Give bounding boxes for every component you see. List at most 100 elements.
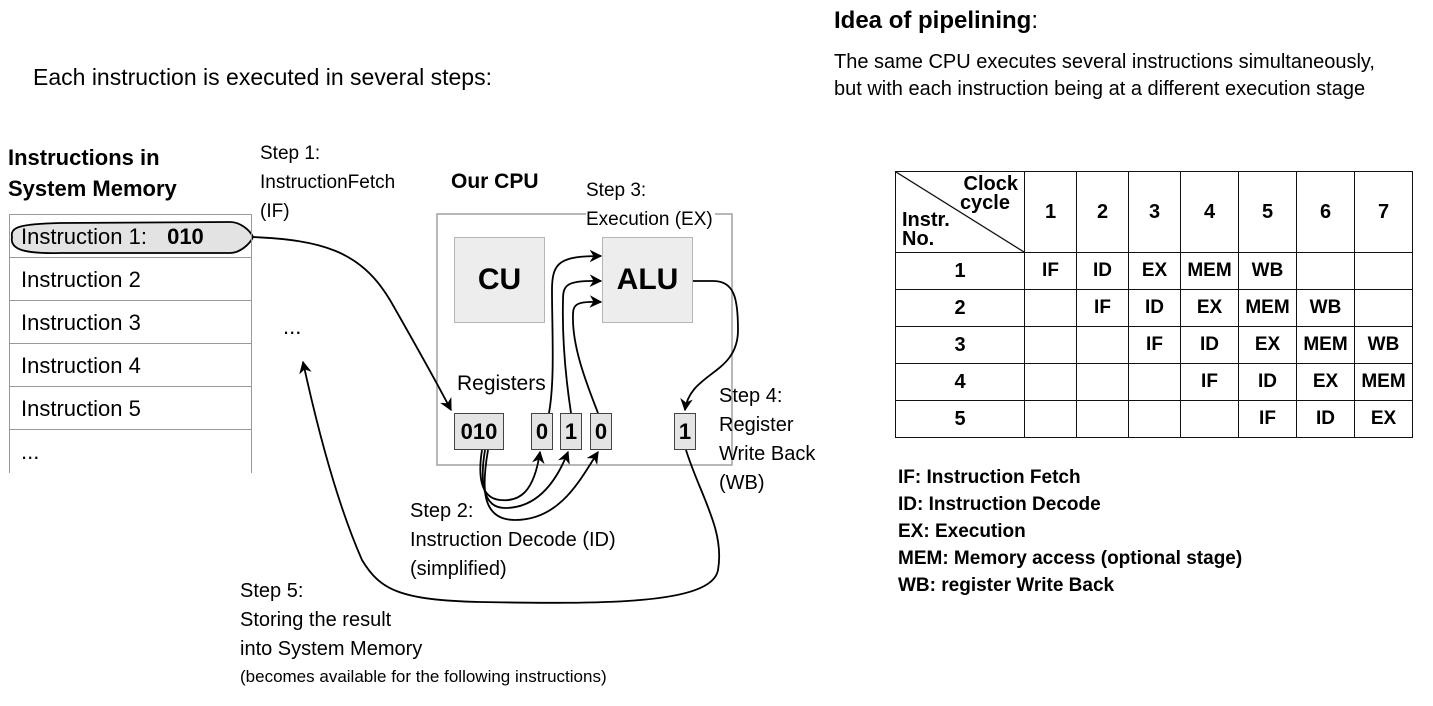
- row-header: 1: [895, 252, 1025, 290]
- stage-cell: [1128, 400, 1181, 438]
- pipelining-title-colon: :: [1031, 7, 1039, 34]
- step2-name: Instruction Decode (ID): [410, 529, 616, 551]
- step5-name-line1: Storing the result: [240, 609, 392, 631]
- stage-cell: ID: [1238, 363, 1297, 401]
- stage-cell: IF: [1238, 400, 1297, 438]
- corner-instr-no: Instr. No.: [902, 209, 950, 250]
- step5-label: Step 5: Storing the result into System M…: [240, 577, 607, 689]
- column-header: 7: [1354, 171, 1413, 253]
- step5-title: Step 5:: [240, 580, 304, 602]
- stage-cell: IF: [1128, 326, 1181, 364]
- pipelining-title: Idea of pipelining:: [834, 6, 1038, 36]
- corner-no-text: No.: [902, 228, 935, 250]
- description-line1: The same CPU executes several instructio…: [834, 51, 1375, 73]
- step4-title: Step 4:: [719, 385, 783, 407]
- stage-cell: ID: [1128, 289, 1181, 327]
- control-unit: CU: [454, 237, 545, 323]
- corner-instr-text: Instr.: [902, 209, 950, 231]
- decode-arrow-1: [479, 449, 545, 502]
- column-header: 3: [1128, 171, 1181, 253]
- memory-row[interactable]: Instruction 5: [9, 386, 252, 429]
- pipelining-title-text: Idea of pipelining: [834, 7, 1032, 34]
- stage-cell: MEM: [1354, 363, 1413, 401]
- table-row: 3 IF ID EX MEM WB: [895, 326, 1413, 364]
- stage-cell: IF: [1024, 252, 1077, 290]
- step4-name-line2: Write Back: [719, 443, 816, 465]
- stage-cell: EX: [1354, 400, 1413, 438]
- step3-title: Step 3:: [586, 180, 647, 201]
- register-instruction: 010: [454, 413, 504, 450]
- step5-note: (becomes available for the following ins…: [240, 667, 607, 686]
- memory-title-line1: Instructions in: [8, 145, 160, 170]
- decode-arrow-2: [481, 449, 570, 509]
- stage-cell: [1076, 326, 1129, 364]
- stage-cell: [1354, 252, 1413, 290]
- memory-row[interactable]: ...: [9, 429, 252, 473]
- stage-cell: WB: [1354, 326, 1413, 364]
- column-header: 2: [1076, 171, 1129, 253]
- stage-cell: [1180, 400, 1239, 438]
- pipelining-description: The same CPU executes several instructio…: [834, 49, 1375, 103]
- register-result: 1: [674, 413, 696, 450]
- stage-cell: [1024, 400, 1077, 438]
- stage-cell: WB: [1296, 289, 1355, 327]
- memory-row[interactable]: Instruction 1: 010: [9, 214, 252, 257]
- step5-name-line2: into System Memory: [240, 638, 423, 660]
- description-line2: but with each instruction being at a dif…: [834, 78, 1366, 100]
- memory-row-label: ...: [21, 439, 40, 464]
- store-arrow: [299, 360, 721, 604]
- column-header: 5: [1238, 171, 1297, 253]
- stage-cell: [1296, 252, 1355, 290]
- step3-label: Step 3: Execution (EX): [586, 176, 715, 234]
- row-header: 2: [895, 289, 1025, 327]
- stage-cell: EX: [1180, 289, 1239, 327]
- stage-cell: [1076, 400, 1129, 438]
- step2-note: (simplified): [410, 558, 507, 580]
- table-row: 4 IF ID EX MEM: [895, 363, 1413, 401]
- memory-row-label: Instruction 2: [21, 267, 141, 292]
- memory-row[interactable]: Instruction 4: [9, 343, 252, 386]
- step2-title: Step 2:: [410, 500, 474, 522]
- corner-cycle-text: cycle: [959, 192, 1010, 214]
- step1-name: InstructionFetch: [260, 172, 396, 193]
- memory-row[interactable]: Instruction 2: [9, 257, 252, 300]
- stage-cell: [1128, 363, 1181, 401]
- memory-row-label: Instruction 4: [21, 353, 141, 378]
- alu-input-arrow-1: [548, 249, 603, 414]
- step1-abbr: (IF): [260, 201, 290, 222]
- stage-cell: EX: [1128, 252, 1181, 290]
- stage-cell: EX: [1238, 326, 1297, 364]
- writeback-arrow: [680, 280, 739, 412]
- table-row: 5 IF ID EX: [895, 400, 1413, 438]
- stage-cell: [1076, 363, 1129, 401]
- stage-cell: ID: [1076, 252, 1129, 290]
- memory-list: Instruction 1: 010 Instruction 2 Instruc…: [9, 214, 252, 473]
- memory-row-label: Instruction 1:: [21, 224, 147, 249]
- stage-cell: ID: [1180, 326, 1239, 364]
- row-header: 4: [895, 363, 1025, 401]
- step3-name: Execution (EX): [586, 205, 715, 234]
- step4-abbr: (WB): [719, 472, 765, 494]
- memory-ellipsis: ...: [283, 314, 302, 339]
- step1-label: Step 1: InstructionFetch (IF): [260, 139, 395, 226]
- stage-cell: MEM: [1180, 252, 1239, 290]
- memory-row-label: Instruction 5: [21, 396, 141, 421]
- corner-clock-text: Clock: [963, 173, 1018, 195]
- registers-label: Registers: [457, 372, 546, 395]
- corner-clock-cycle: Clock cycle: [959, 173, 1018, 214]
- table-row: 2 IF ID EX MEM WB: [895, 289, 1413, 327]
- stage-cell: WB: [1238, 252, 1297, 290]
- legend-item: ID: Instruction Decode: [898, 494, 1101, 515]
- stage-cell: [1024, 363, 1077, 401]
- stage-cell: MEM: [1296, 326, 1355, 364]
- legend-item: EX: Execution: [898, 521, 1026, 542]
- fetch-arrow: [252, 236, 452, 412]
- stage-cell: ID: [1296, 400, 1355, 438]
- memory-title: Instructions in System Memory: [8, 142, 177, 204]
- register-bit: 0: [590, 413, 612, 450]
- legend-item: IF: Instruction Fetch: [898, 467, 1081, 488]
- step1-title: Step 1:: [260, 143, 321, 164]
- column-header: 1: [1024, 171, 1077, 253]
- memory-row[interactable]: Instruction 3: [9, 300, 252, 343]
- legend-item: MEM: Memory access (optional stage): [898, 548, 1243, 569]
